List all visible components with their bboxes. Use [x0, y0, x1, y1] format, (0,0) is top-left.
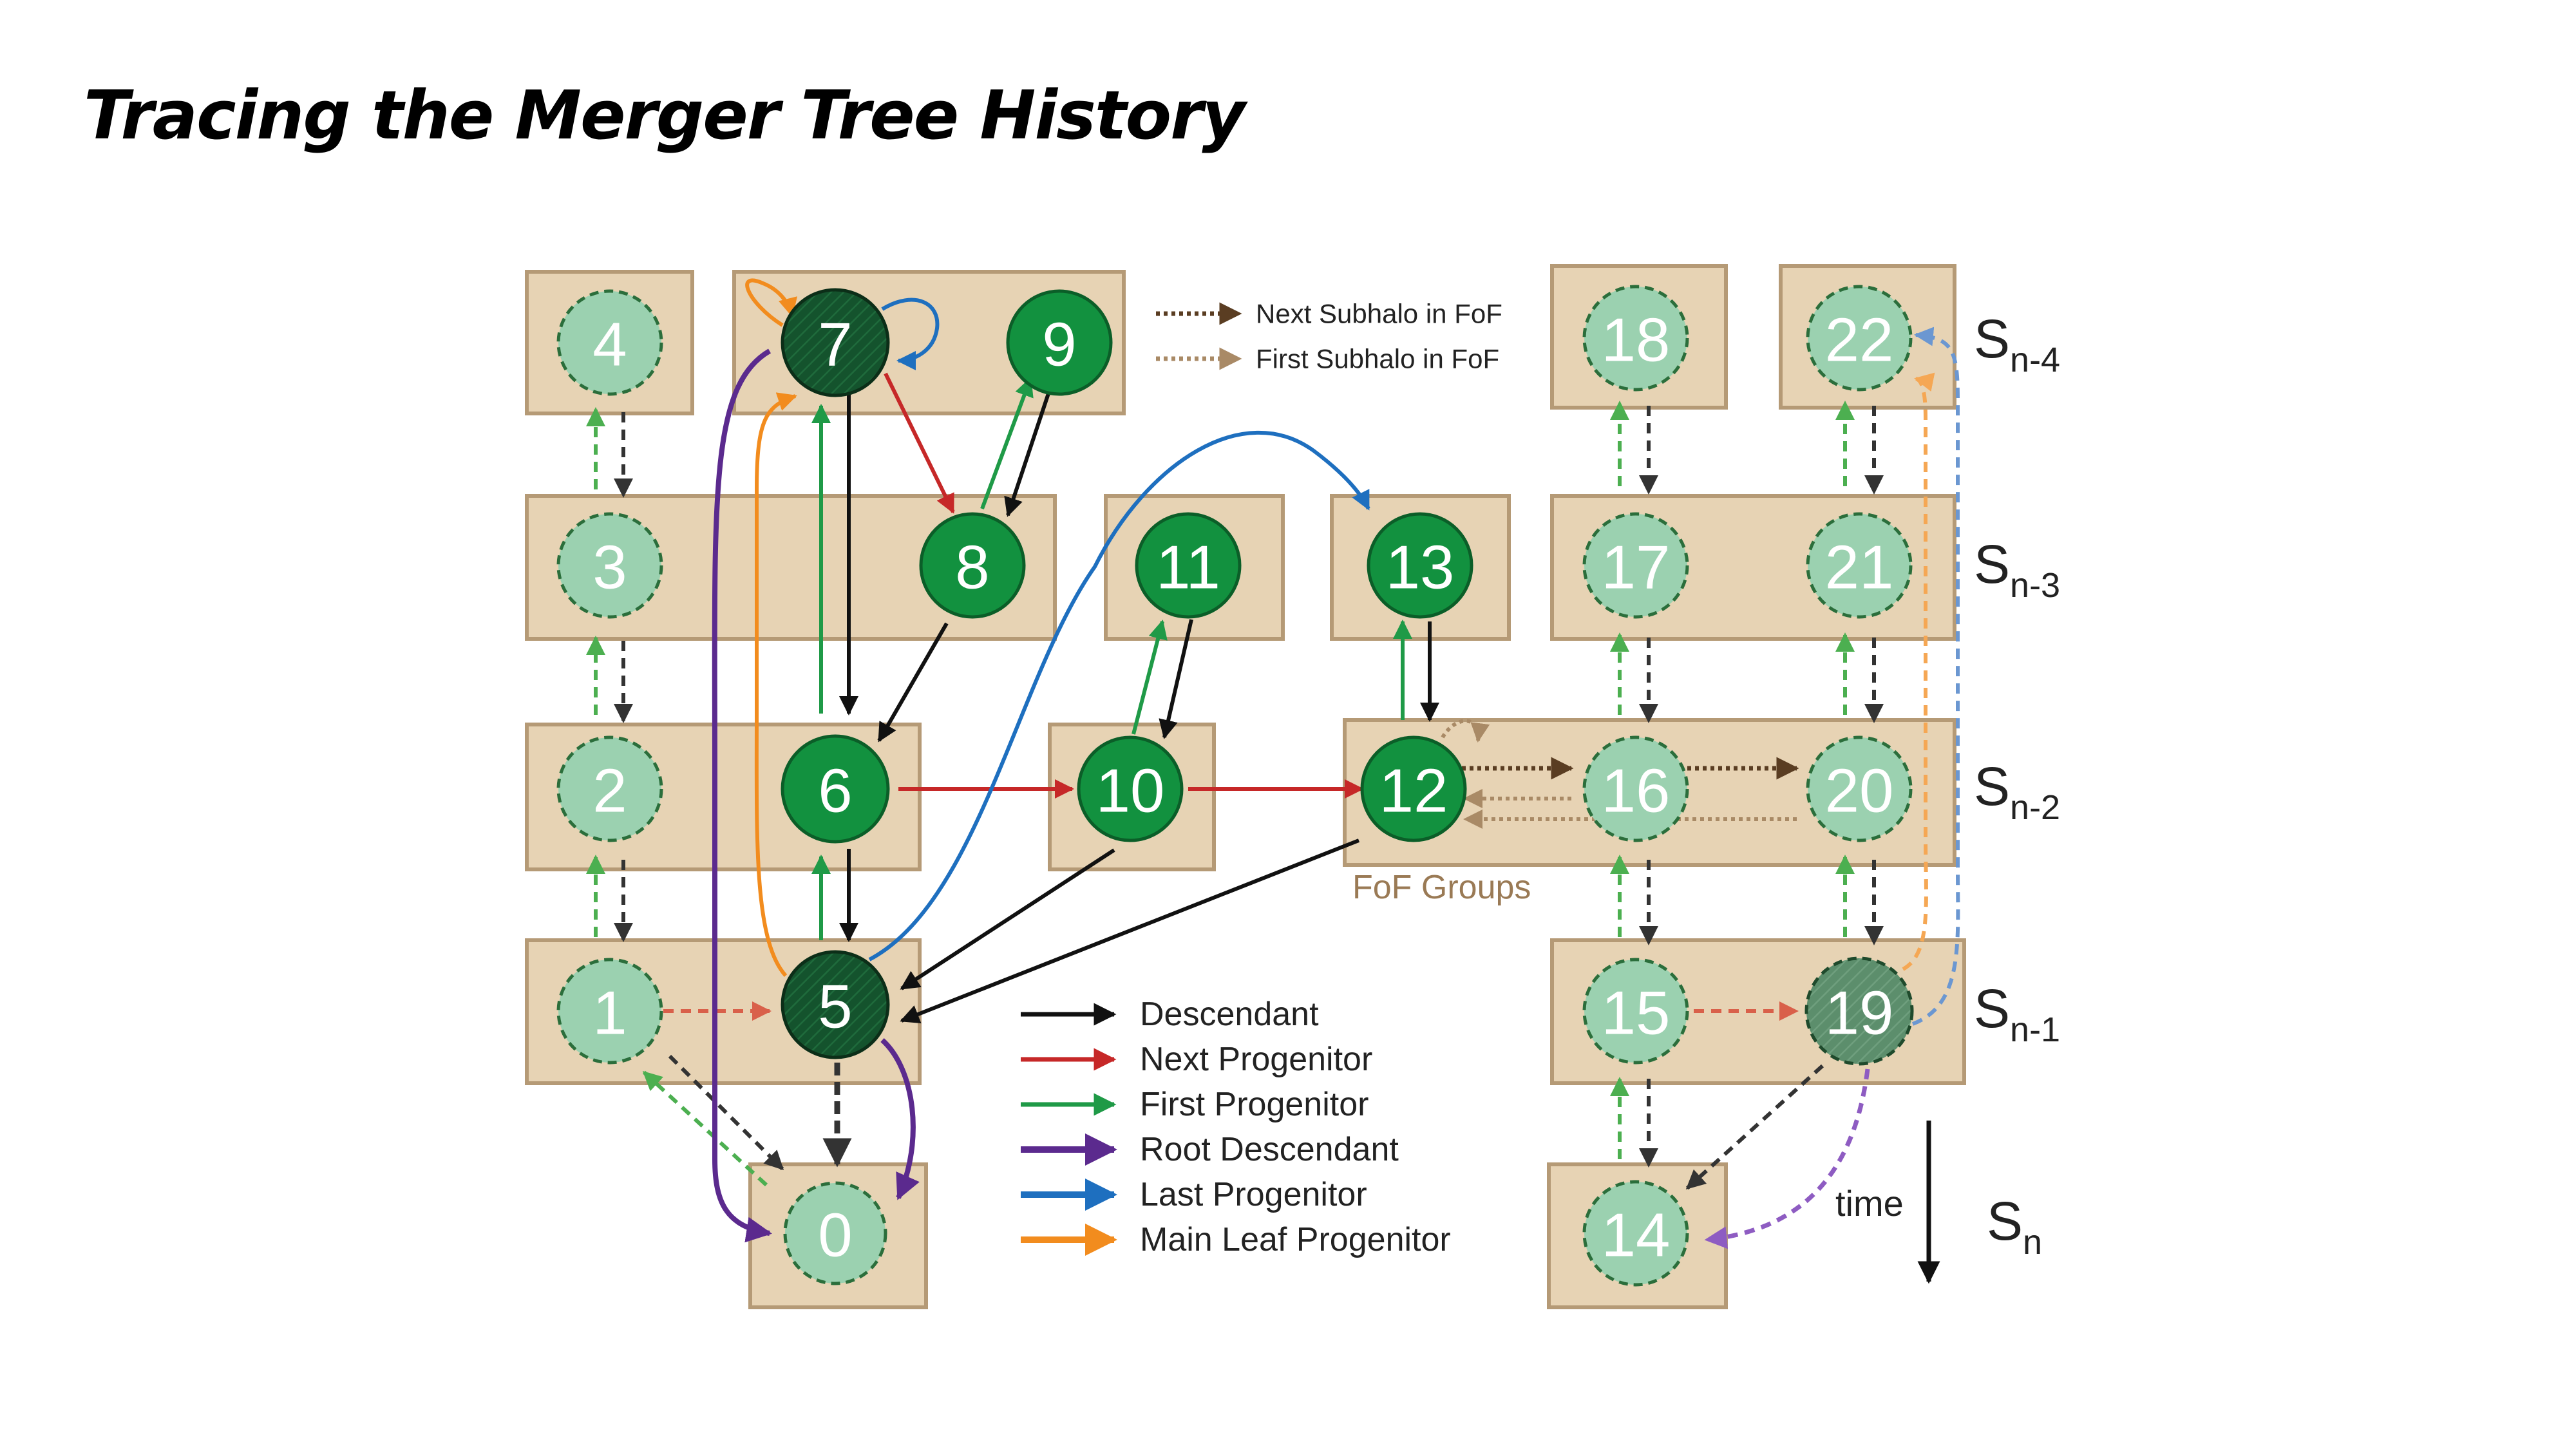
- node-8: 8: [919, 512, 1026, 619]
- legend-root-descendant: Root Descendant: [1021, 1131, 1399, 1168]
- node-18: 18: [1582, 285, 1689, 392]
- legend-last-progenitor: Last Progenitor: [1021, 1176, 1367, 1213]
- node-14: 14: [1582, 1180, 1689, 1287]
- svg-text:6: 6: [818, 757, 852, 826]
- svg-text:5: 5: [818, 972, 852, 1041]
- svg-text:17: 17: [1602, 533, 1671, 602]
- svg-text:Next Subhalo in FoF: Next Subhalo in FoF: [1256, 299, 1502, 329]
- fof-groups-label: FoF Groups: [1352, 869, 1531, 906]
- node-12: 12: [1360, 735, 1467, 842]
- svg-text:Last Progenitor: Last Progenitor: [1140, 1176, 1367, 1213]
- svg-text:0: 0: [818, 1201, 852, 1270]
- snapshot-label-n-4: Sn-4: [1974, 308, 2060, 379]
- svg-text:11: 11: [1156, 533, 1220, 602]
- node-17: 17: [1582, 512, 1689, 619]
- svg-text:3: 3: [592, 533, 627, 602]
- node-6: 6: [781, 734, 890, 844]
- svg-text:Root Descendant: Root Descendant: [1140, 1131, 1399, 1168]
- legend-descendant: Descendant: [1021, 996, 1319, 1033]
- node-0: 0: [783, 1181, 887, 1285]
- svg-text:21: 21: [1825, 533, 1894, 602]
- svg-text:22: 22: [1825, 306, 1894, 375]
- node-3: 3: [556, 512, 663, 619]
- node-9: 9: [1006, 289, 1113, 396]
- svg-text:12: 12: [1379, 757, 1448, 826]
- svg-text:15: 15: [1602, 979, 1671, 1048]
- svg-text:14: 14: [1602, 1201, 1671, 1270]
- svg-text:18: 18: [1602, 306, 1671, 375]
- svg-text:4: 4: [592, 310, 627, 379]
- snapshot-label-n-1: Sn-1: [1974, 978, 2060, 1049]
- dashed-links: [586, 327, 1960, 1249]
- node-15: 15: [1582, 958, 1689, 1065]
- svg-text:9: 9: [1042, 310, 1076, 379]
- svg-text:Descendant: Descendant: [1140, 996, 1319, 1033]
- node-7: 7: [781, 288, 890, 397]
- time-axis: time: [1835, 1121, 1940, 1284]
- node-16: 16: [1582, 735, 1689, 842]
- time-label: time: [1835, 1183, 1904, 1224]
- svg-text:First Progenitor: First Progenitor: [1140, 1086, 1368, 1123]
- svg-text:2: 2: [592, 757, 627, 826]
- legend-main-leaf-progenitor: Main Leaf Progenitor: [1021, 1221, 1451, 1258]
- node-11: 11: [1135, 512, 1242, 619]
- arrow-legend: Descendant Next Progenitor First Progeni…: [1021, 996, 1451, 1258]
- svg-text:Main Leaf Progenitor: Main Leaf Progenitor: [1140, 1221, 1451, 1258]
- node-2: 2: [556, 735, 663, 842]
- svg-text:1: 1: [592, 979, 627, 1048]
- node-20: 20: [1806, 735, 1913, 842]
- svg-text:Next Progenitor: Next Progenitor: [1140, 1041, 1372, 1078]
- svg-text:7: 7: [818, 310, 852, 379]
- node-5: 5: [781, 950, 890, 1059]
- node-1: 1: [556, 958, 663, 1065]
- snapshot-label-n-3: Sn-3: [1974, 534, 2060, 605]
- snapshot-labels: Sn-4 Sn-3 Sn-2 Sn-1 Sn: [1974, 308, 2060, 1262]
- fof-legend-next: Next Subhalo in FoF: [1156, 299, 1502, 329]
- node-19: 19: [1804, 956, 1914, 1066]
- svg-text:8: 8: [955, 533, 989, 602]
- svg-text:13: 13: [1386, 533, 1455, 602]
- snapshot-label-n-2: Sn-2: [1974, 756, 2060, 827]
- svg-text:First Subhalo in FoF: First Subhalo in FoF: [1256, 344, 1499, 374]
- node-22: 22: [1806, 285, 1913, 392]
- node-4: 4: [556, 289, 663, 396]
- svg-text:16: 16: [1602, 757, 1671, 826]
- node-21: 21: [1806, 512, 1913, 619]
- node-13: 13: [1367, 512, 1473, 619]
- legend-first-progenitor: First Progenitor: [1021, 1086, 1368, 1123]
- svg-text:20: 20: [1825, 757, 1894, 826]
- halo-nodes: 0 1 2 3 4 5 6 7 8 9 10 11 12 13 14 15 16…: [556, 285, 1914, 1287]
- svg-text:10: 10: [1096, 757, 1165, 826]
- slide-title: Tracing the Merger Tree History: [84, 76, 1245, 155]
- fof-legend: Next Subhalo in FoF First Subhalo in FoF: [1156, 299, 1502, 374]
- legend-next-progenitor: Next Progenitor: [1021, 1041, 1372, 1078]
- svg-text:19: 19: [1825, 979, 1894, 1048]
- node-10: 10: [1077, 735, 1184, 842]
- snapshot-label-n: Sn: [1987, 1191, 2042, 1262]
- solid-links: [712, 278, 1439, 1243]
- fof-legend-first: First Subhalo in FoF: [1156, 344, 1499, 374]
